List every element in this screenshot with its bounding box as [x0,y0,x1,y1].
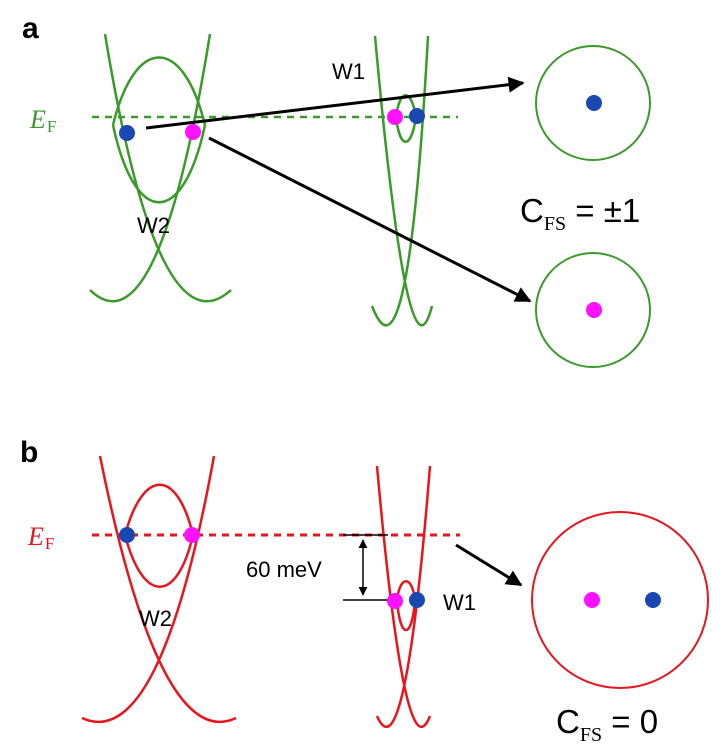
panel-a-chern-number: CFS = ±1 [520,192,640,235]
panel-a-fermi-surface-top [535,45,651,161]
panel-a-fermi-surface-top-dot [586,95,602,111]
panel-b-fermi-surface [531,511,709,689]
panel-b-w2-label: W2 [139,606,172,631]
panel-b-energy-gap [343,534,388,601]
panel-b-fermi-surface-blue-dot [645,592,661,608]
panel-b-label: b [20,436,38,469]
panel-a-w2-bands [89,33,232,303]
panel-b-w1-blue-dot [409,592,425,608]
panel-b-w2-blue-dot [119,527,135,543]
panel-a-fermi-surface-bottom-dot [586,302,602,318]
panel-b-fermi-surface-magenta-dot [584,592,600,608]
panel-a-w1-bands [370,35,434,327]
panel-a-w1-blue-dot [409,108,425,124]
panel-b-energy-gap-label: 60 meV [246,557,322,582]
panel-a-w1-magenta-dot [387,109,403,125]
panel-a-arrow-blue [145,76,525,130]
panel-a-label: a [22,12,39,45]
panel-b-chern-number: CFS = 0 [556,703,658,746]
panel-a-w2-magenta-dot [185,124,201,140]
panel-a-fermi-label: EF [29,105,56,136]
panel-a-w2-label: W2 [137,213,170,238]
panel-a-fermi-surface-bottom [535,252,651,368]
panel-a-w1-label: W1 [332,59,365,84]
panel-a-arrow-magenta [208,136,532,303]
panel-b-fermi-label: EF [27,522,54,553]
panel-b-w1-magenta-dot [387,593,403,609]
panel-b-arrow [455,543,523,587]
panel-b-w2-magenta-dot [184,527,200,543]
panel-b-w2-bands [81,455,237,724]
panel-b-w1-label: W1 [443,590,476,615]
panel-a-w2-blue-dot [119,125,135,141]
panel-a: a EF W2 W1 [22,12,651,368]
panel-b: b EF W2 W1 60 meV [20,436,709,746]
